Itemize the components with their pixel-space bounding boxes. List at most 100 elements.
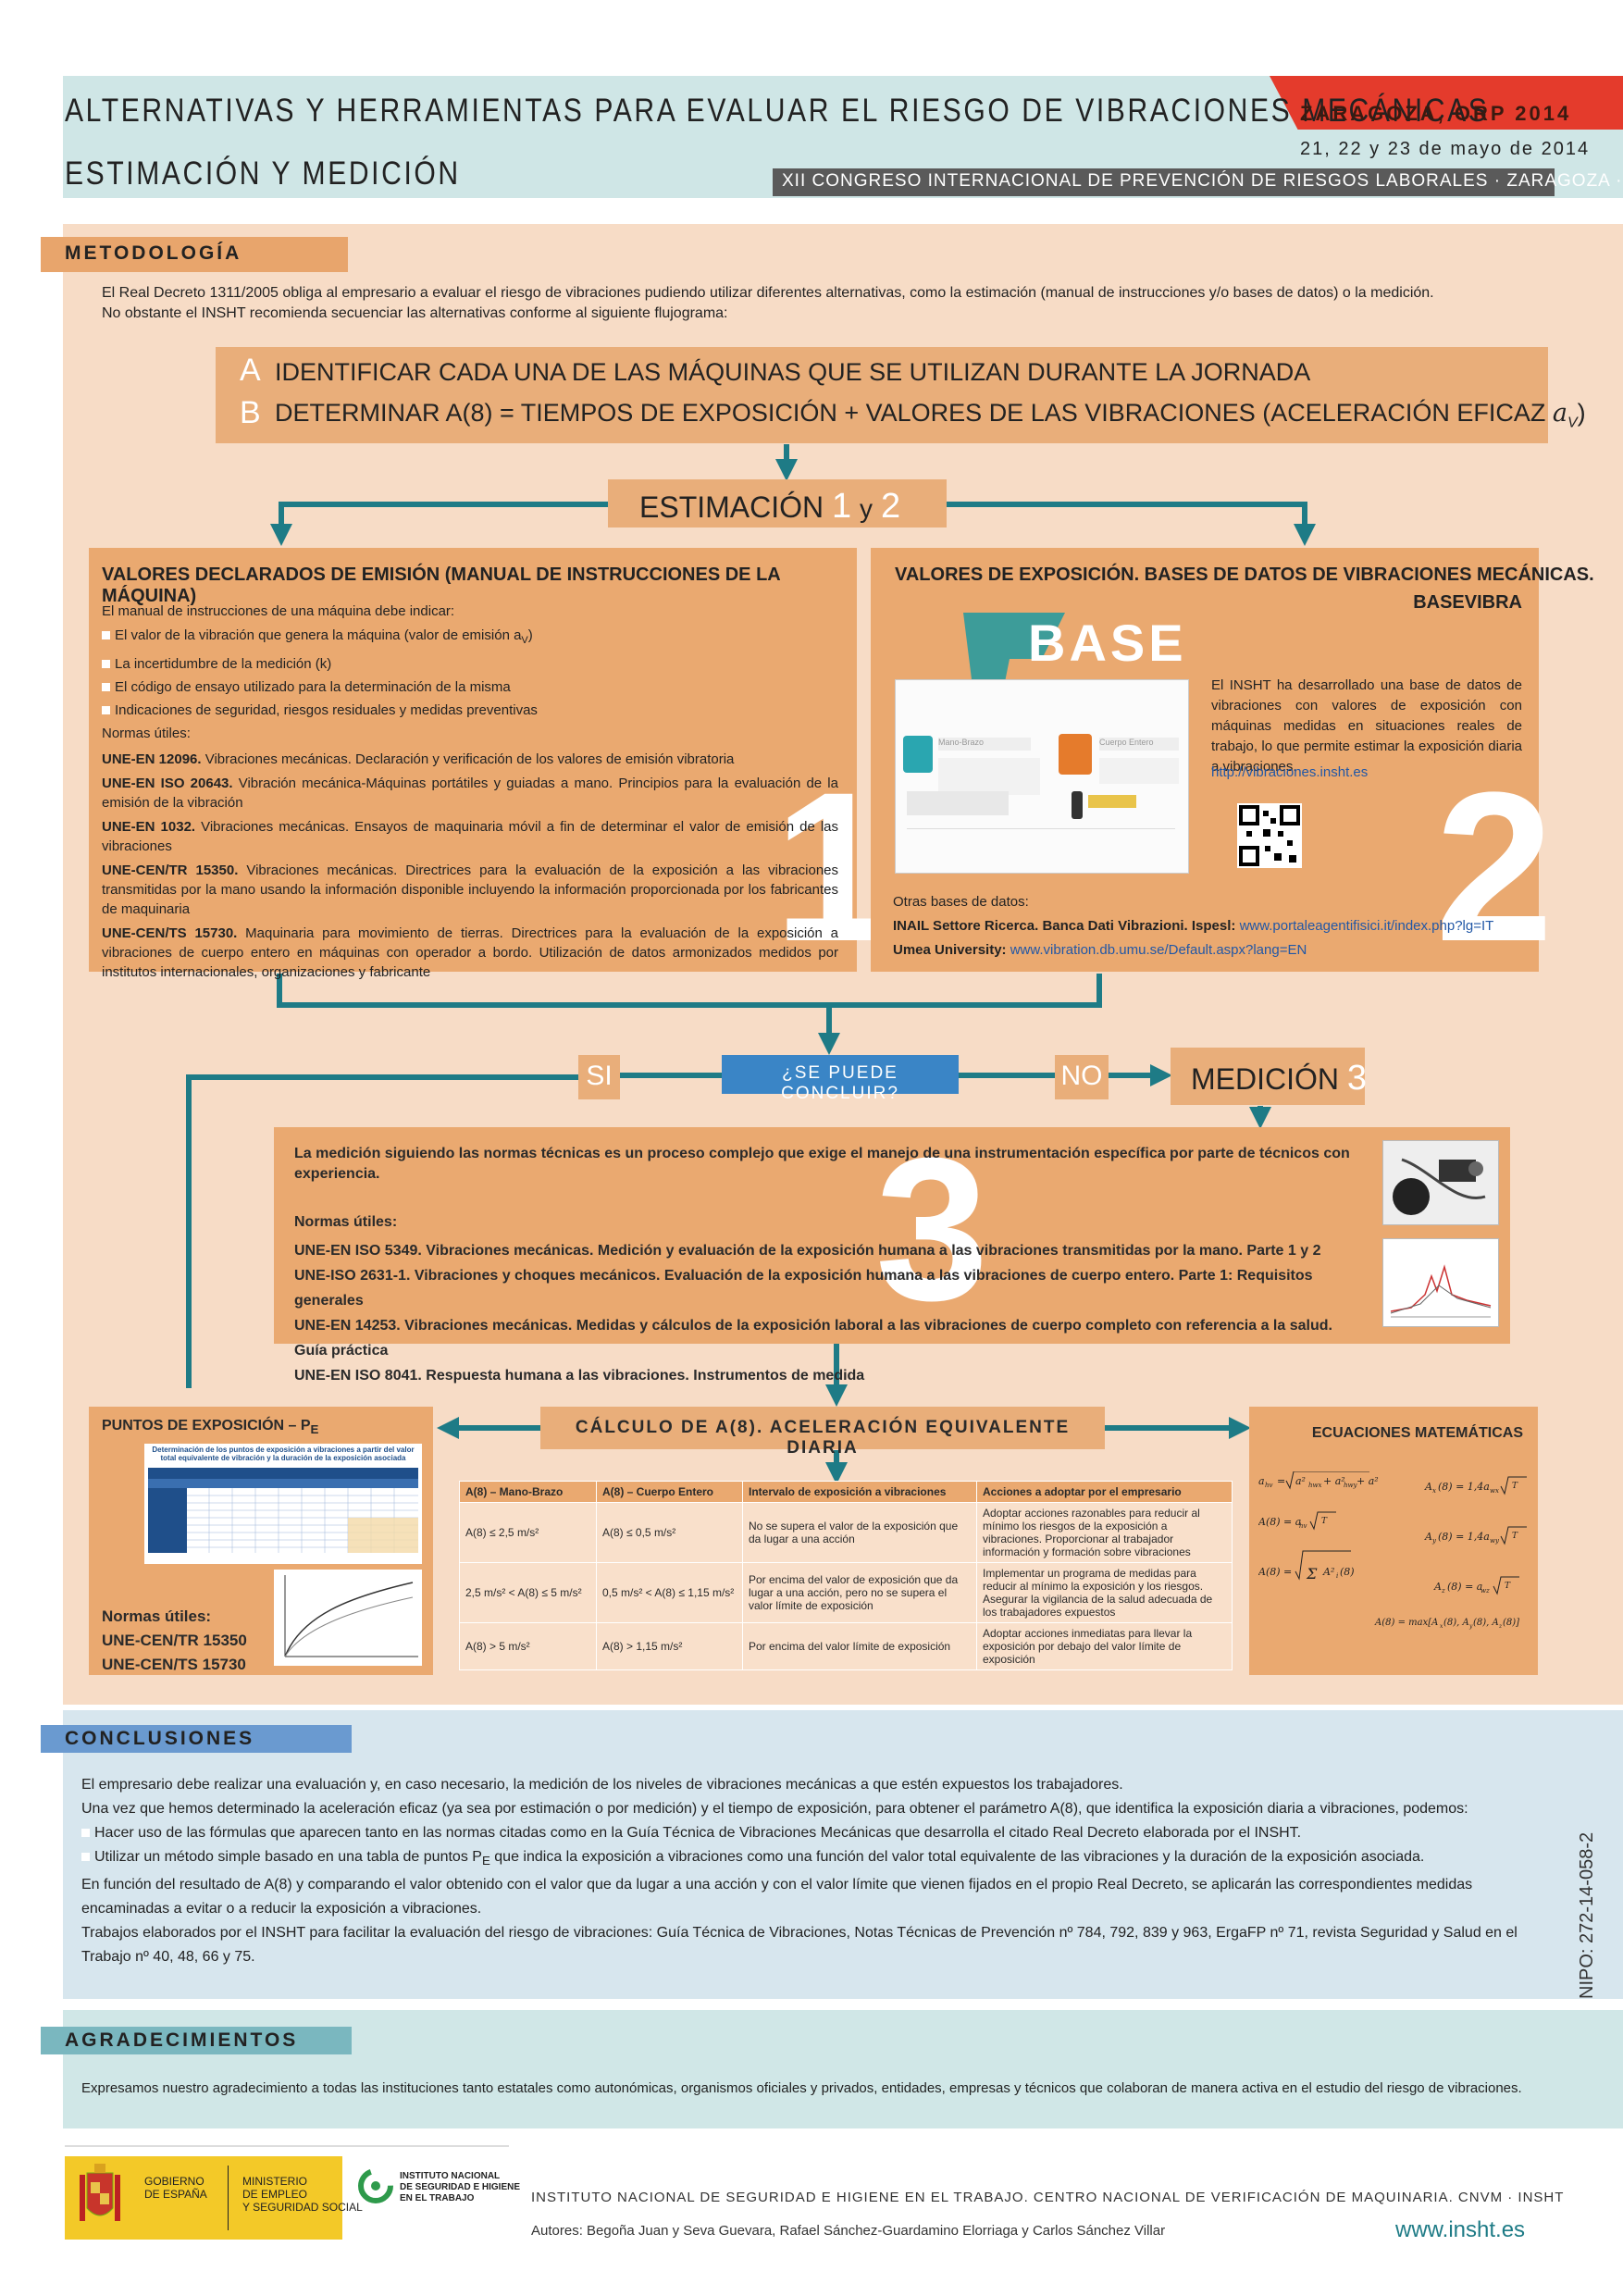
conclusion-paragraph: Una vez que hemos determinado la acelera… bbox=[81, 1801, 1468, 1817]
svg-text:wx: wx bbox=[1490, 1487, 1499, 1495]
norma-text: Vibraciones mecánicas. Ensayos de maquin… bbox=[102, 819, 838, 854]
basevibra-description: El INSHT ha desarrollado una base de dat… bbox=[1211, 677, 1522, 775]
svg-text:wy: wy bbox=[1490, 1537, 1500, 1545]
norma-text: Vibraciones mecánicas. Directrices para … bbox=[102, 863, 838, 917]
table-header-row: A(8) – Mano-Brazo A(8) – Cuerpo Entero I… bbox=[459, 1481, 1233, 1503]
table-cell: A(8) > 1,15 m/s² bbox=[596, 1622, 743, 1670]
norma-text: Maquinaria para movimiento de tierras. D… bbox=[102, 925, 839, 980]
conclusion-bullet: Utilizar un método simple basado en una … bbox=[81, 1845, 1534, 1873]
norma-code: UNE-EN ISO 20643. bbox=[102, 776, 233, 791]
table-cell: A(8) > 5 m/s² bbox=[459, 1622, 597, 1670]
congress-name: XII CONGRESO INTERNACIONAL DE PREVENCIÓN… bbox=[782, 171, 1623, 191]
logo-top-text: BASE bbox=[1028, 614, 1187, 672]
norma-item: UNE-EN 12096. Vibraciones mecánicas. Dec… bbox=[102, 750, 838, 769]
decision-label: ¿SE PUEDE CONCLUIR? bbox=[781, 1063, 899, 1103]
conclusion-paragraph: En función del resultado de A(8) y compa… bbox=[81, 1877, 1473, 1917]
step-a-letter: A bbox=[240, 353, 261, 388]
estimation-one: 1 bbox=[832, 487, 852, 526]
svg-text:(8), A: (8), A bbox=[1473, 1618, 1499, 1628]
bullet-text: Hacer uso de las fórmulas que aparecen t… bbox=[94, 1825, 1302, 1841]
ministerio-line: Y SEGURIDAD SOCIAL bbox=[242, 2201, 363, 2214]
svg-text:A(8) = max[A: A(8) = max[A bbox=[1374, 1618, 1438, 1628]
insht-logo-shape bbox=[358, 2168, 393, 2203]
umea-link[interactable]: www.vibration.db.umu.se/Default.aspx?lan… bbox=[1010, 942, 1307, 958]
column-header: A(8) – Cuerpo Entero bbox=[596, 1481, 743, 1503]
intro-line-2: No obstante el INSHT recomienda secuenci… bbox=[102, 305, 728, 321]
box1-title: VALORES DECLARADOS DE EMISIÓN (MANUAL DE… bbox=[102, 565, 780, 606]
table-cell: A(8) ≤ 0,5 m/s² bbox=[596, 1502, 743, 1563]
norma-item: UNE-CEN/TR 15350. Vibraciones mecánicas.… bbox=[102, 861, 838, 919]
measurement-detail-box: 3 La medición siguiendo las normas técni… bbox=[274, 1115, 1510, 1384]
inail-link[interactable]: www.portaleagentifisici.it/index.php?lg=… bbox=[1239, 918, 1494, 934]
inail-db: INAIL Settore Ricerca. Banca Dati Vibraz… bbox=[893, 914, 1493, 937]
table-cell: Adoptar acciones razonables para reducir… bbox=[976, 1502, 1233, 1563]
item-text: El valor de la vibración que genera la m… bbox=[115, 627, 522, 643]
poster-title-line2: ESTIMACIÓN Y MEDICIÓN bbox=[65, 155, 461, 192]
svg-text:hv: hv bbox=[1265, 1482, 1273, 1489]
spectrum-chart bbox=[1382, 1238, 1499, 1327]
vibration-meter-icon bbox=[1393, 1158, 1486, 1215]
coat-of-arms-icon bbox=[74, 2162, 126, 2232]
estimation-label: ESTIMACIÓN 1 y 2 bbox=[639, 487, 900, 527]
exposure-title-sub: E bbox=[310, 1422, 319, 1437]
website-link[interactable]: www.insht.es bbox=[1395, 2217, 1526, 2242]
svg-text:y: y bbox=[1468, 1623, 1473, 1630]
svg-text:A: A bbox=[1424, 1531, 1432, 1543]
svg-text:T: T bbox=[1512, 1482, 1518, 1491]
norma-code: UNE-CEN/TS 15730. bbox=[102, 925, 238, 941]
screen-table bbox=[907, 791, 1009, 815]
table-cell: Por encima del valor de exposición que d… bbox=[742, 1562, 977, 1623]
table-cell: Adoptar acciones inmediatas para llevar … bbox=[976, 1622, 1233, 1670]
svg-text:a²: a² bbox=[1295, 1475, 1306, 1487]
screen-value-badge bbox=[1088, 795, 1136, 808]
inail-label: INAIL Settore Ricerca. Banca Dati Vibraz… bbox=[893, 918, 1240, 934]
screen-right-title: Cuerpo Entero bbox=[1099, 738, 1179, 751]
basevibra-link[interactable]: http://vibraciones.insht.es bbox=[1211, 764, 1369, 780]
authors: Autores: Begoña Juan y Seva Guevara, Raf… bbox=[531, 2223, 1166, 2239]
emission-values-box: 1 VALORES DECLARADOS DE EMISIÓN (MANUAL … bbox=[89, 548, 892, 980]
conclusions-panel bbox=[63, 1710, 1623, 1999]
table-cell: A(8) ≤ 2,5 m/s² bbox=[459, 1502, 597, 1563]
box2-title: VALORES DE EXPOSICIÓN. BASES DE DATOS DE… bbox=[895, 565, 1594, 585]
box3-number: 3 bbox=[875, 1115, 989, 1343]
acknowledgements-heading: AGRADECIMIENTOS bbox=[41, 2027, 352, 2054]
table-cell: No se supera el valor de la exposición q… bbox=[742, 1502, 977, 1563]
insht-line: INSTITUTO NACIONAL bbox=[400, 2171, 501, 2181]
norma-item: UNE-EN 14253. Vibraciones mecánicas. Med… bbox=[294, 1318, 1332, 1359]
svg-text:A: A bbox=[1433, 1581, 1442, 1593]
exposure-title-text: PUNTOS DE EXPOSICIÓN – P bbox=[102, 1418, 311, 1433]
svg-text:x: x bbox=[1432, 1487, 1436, 1495]
box1-normas-label: Normas útiles: bbox=[102, 726, 191, 741]
equations-title: ECUACIONES MATEMÁTICAS bbox=[1311, 1425, 1523, 1441]
conclusions-heading: CONCLUSIONES bbox=[41, 1725, 352, 1753]
city-text: ZARAGOZA, bbox=[1300, 102, 1446, 125]
table-row: A(8) > 5 m/s² A(8) > 1,15 m/s² Por encim… bbox=[459, 1622, 1233, 1670]
list-item: La incertidumbre de la medición (k) bbox=[102, 652, 842, 676]
gobierno-line: GOBIERNO bbox=[144, 2175, 204, 2188]
svg-text:x: x bbox=[1440, 1623, 1443, 1630]
insht-line: DE SEGURIDAD E HIGIENE bbox=[400, 2182, 521, 2192]
item-close: ) bbox=[527, 627, 533, 643]
spectrum-plot bbox=[1390, 1264, 1492, 1318]
step-b-close: ) bbox=[1577, 399, 1586, 427]
umea-label: Umea University: bbox=[893, 942, 1010, 958]
item-text: El código de ensayo utilizado para la de… bbox=[115, 679, 511, 695]
exposure-norma-1: UNE-CEN/TR 15350 bbox=[102, 1632, 247, 1649]
svg-text:T: T bbox=[1512, 1532, 1518, 1541]
exposure-points-box: PUNTOS DE EXPOSICIÓN – PE Determinación … bbox=[89, 1407, 433, 1675]
methodology-heading: METODOLOGÍA bbox=[41, 237, 348, 272]
item-text: La incertidumbre de la medición (k) bbox=[115, 656, 332, 672]
screen-left-title: Mano-Brazo bbox=[938, 738, 1031, 751]
exposure-curve-plot bbox=[284, 1575, 418, 1657]
institute-name: INSTITUTO NACIONAL DE SEGURIDAD E HIGIEN… bbox=[531, 2190, 1565, 2205]
ministerio-line: MINISTERIO bbox=[242, 2175, 308, 2188]
nipo-code: NIPO: 272-14-058-2 bbox=[1577, 1831, 1597, 1999]
svg-text:A: A bbox=[1424, 1481, 1432, 1493]
insht-line: EN EL TRABAJO bbox=[400, 2193, 475, 2203]
list-item: El valor de la vibración que genera la m… bbox=[102, 624, 842, 652]
svg-text:A(8) =: A(8) = bbox=[1258, 1566, 1292, 1578]
column-header: Acciones a adoptar por el empresario bbox=[976, 1481, 1233, 1503]
qr-pattern bbox=[1239, 805, 1300, 866]
